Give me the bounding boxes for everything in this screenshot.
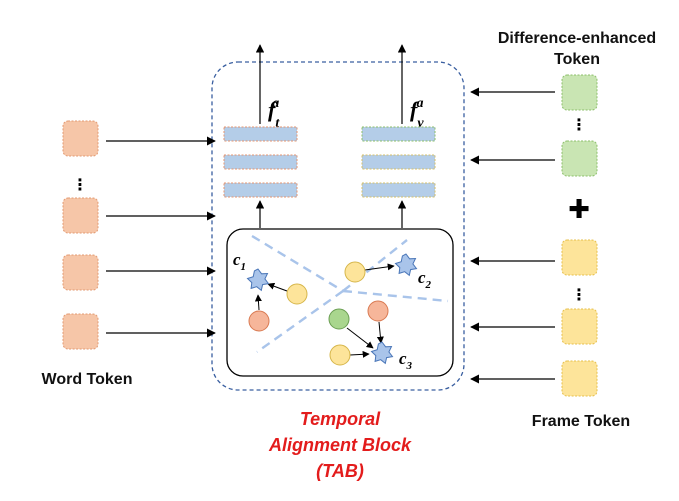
tab-block-border (211, 61, 465, 391)
divider-line (342, 289, 449, 303)
frame-token (561, 360, 598, 397)
diff-token (561, 140, 598, 177)
tab-title-line3: (TAB) (316, 461, 364, 481)
node-edge (254, 294, 262, 311)
cluster-center-star (394, 253, 418, 277)
text-feature-bars (223, 126, 298, 198)
text-feature-bar (223, 126, 298, 142)
visual-feature-bar (361, 126, 436, 142)
yellow-node (344, 261, 366, 283)
text-feature-label: fta (268, 96, 280, 131)
cluster-center-star (246, 268, 270, 292)
word-token (62, 254, 99, 291)
word-token-label: Word Token (42, 371, 133, 388)
word-token-ellipsis: ⋮ (72, 177, 88, 194)
green-node (328, 308, 350, 330)
tab-title-line2: Alignment Block (268, 435, 412, 455)
frame-token-label: Frame Token (532, 413, 630, 430)
tab-title-line1: Temporal (300, 409, 381, 429)
plus-icon: ✚ (568, 195, 590, 225)
visual-feature-bar (361, 154, 436, 170)
node-edge (346, 327, 374, 349)
cluster-graph: c1 c2 c3 (233, 250, 432, 372)
diff-token-ellipsis: ⋮ (571, 117, 587, 134)
frame-token (561, 239, 598, 276)
node-edge (364, 263, 395, 271)
yellow-node (329, 344, 351, 366)
orange-node (248, 310, 270, 332)
clustering-box (226, 228, 454, 377)
cluster-label-2: c2 (418, 268, 432, 291)
cluster-dividers (251, 234, 449, 353)
word-token (62, 197, 99, 234)
word-tokens: ⋮ (62, 120, 99, 350)
frame-tokens: ⋮ (561, 239, 598, 397)
yellow-node (286, 283, 308, 305)
divider-line (256, 290, 344, 353)
divider-line (251, 234, 344, 293)
text-feature-bar (223, 154, 298, 170)
diff-token-label-line1: Difference-enhanced (498, 30, 656, 47)
node-edge (349, 350, 370, 358)
node-edge (376, 321, 384, 344)
word-token (62, 120, 99, 157)
cluster-label-3: c3 (399, 349, 413, 372)
cluster-center-star (370, 341, 394, 365)
word-token-arrows (106, 136, 216, 338)
frame-token (561, 308, 598, 345)
node-edge (267, 282, 288, 292)
visual-feature-bars (361, 126, 436, 198)
right-token-arrows (470, 87, 555, 384)
diff-tokens: ⋮ (561, 74, 598, 177)
word-token (62, 313, 99, 350)
text-feature-bar (223, 182, 298, 198)
diff-token (561, 74, 598, 111)
divider-line (342, 239, 408, 292)
diff-token-label-line2: Token (554, 51, 600, 68)
visual-feature-bar (361, 182, 436, 198)
frame-token-ellipsis: ⋮ (571, 287, 587, 304)
orange-node (367, 300, 389, 322)
cluster-label-1: c1 (233, 250, 246, 273)
visual-feature-label: fva (410, 96, 424, 131)
